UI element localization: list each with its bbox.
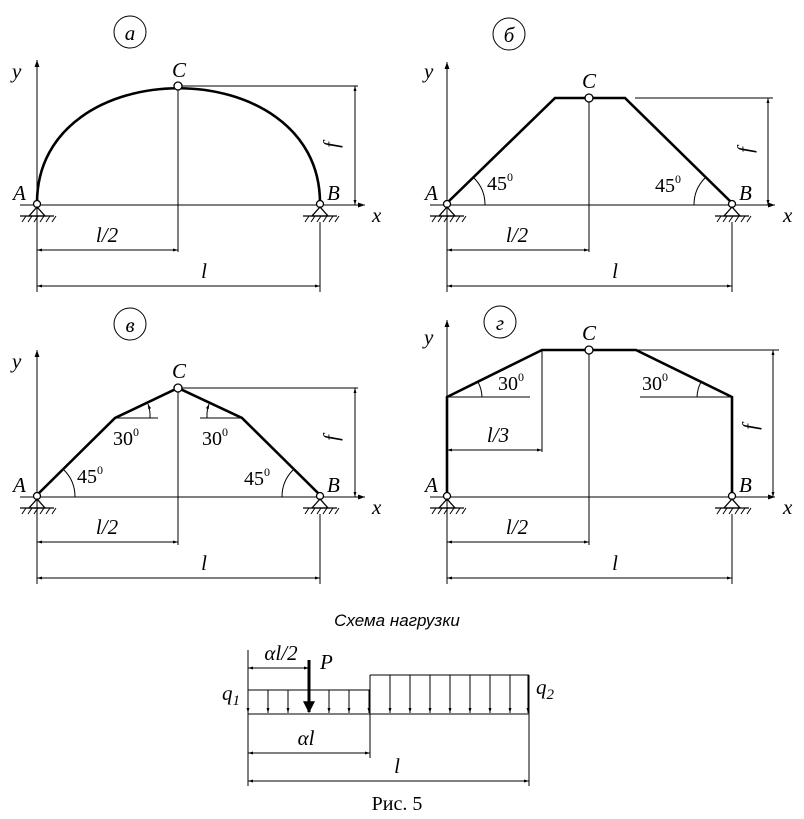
height-label: f xyxy=(733,144,757,153)
hinge-c xyxy=(584,93,594,103)
hinge-c xyxy=(173,81,183,91)
panel-g-tag: г xyxy=(496,311,504,335)
point-b-label: B xyxy=(327,181,340,205)
angle-left-30-label: 300 xyxy=(498,370,524,395)
angle-arc-30-right xyxy=(696,381,702,398)
height-label: f xyxy=(319,432,343,441)
angle-arc-30-right xyxy=(205,403,210,419)
angle-left-label: 450 xyxy=(487,170,513,195)
support-a xyxy=(430,199,467,223)
panel-b-tag: б xyxy=(504,23,516,47)
half-span-label: l/2 xyxy=(96,223,119,247)
q1-label: q1 xyxy=(222,681,240,709)
panel-g-tag-circle xyxy=(483,305,517,339)
point-c-label: C xyxy=(172,359,187,383)
alpha-l-label: αl xyxy=(298,726,315,750)
angle-arc-right xyxy=(281,469,294,498)
half-alpha-label: αl/2 xyxy=(264,641,298,665)
angle-right-45-label: 450 xyxy=(244,465,270,490)
q2-load-arrows xyxy=(388,675,530,713)
angle-left-30-label: 300 xyxy=(113,425,139,450)
load-scheme: Схема нагрузки αl/2 P xyxy=(222,611,555,786)
hinge-c xyxy=(173,383,183,393)
point-b-label: B xyxy=(327,473,340,497)
support-a xyxy=(20,199,57,223)
panel-b: б y x f C A B 450 450 xyxy=(422,17,793,292)
force-p-label: P xyxy=(319,650,333,674)
support-b xyxy=(715,491,752,515)
y-axis-label: y xyxy=(10,349,22,373)
panel-v: в y x f C A B 450 450 300 300 xyxy=(10,307,382,584)
panel-b-tag-circle xyxy=(492,17,526,51)
y-axis-label: y xyxy=(422,325,434,349)
panel-a-tag: а xyxy=(125,21,136,45)
height-label: f xyxy=(319,139,343,148)
panel-g: г y x f C A B 300 300 xyxy=(422,305,793,584)
load-span-label: l xyxy=(394,754,400,778)
hinge-c xyxy=(584,345,594,355)
x-axis-label: x xyxy=(782,203,793,227)
point-b-label: B xyxy=(739,473,752,497)
panel-a-tag-circle xyxy=(113,15,147,49)
point-a-label: A xyxy=(11,181,26,205)
half-span-label: l/2 xyxy=(506,515,529,539)
point-c-label: C xyxy=(172,58,187,82)
point-c-label: C xyxy=(582,69,597,93)
angle-arc-left xyxy=(473,177,486,206)
support-a xyxy=(430,491,467,515)
x-axis-label: x xyxy=(782,495,793,519)
point-a-label: A xyxy=(423,181,438,205)
span-label: l xyxy=(612,551,618,575)
point-b-label: B xyxy=(739,181,752,205)
y-axis-label: y xyxy=(10,59,22,83)
half-span-label: l/2 xyxy=(506,223,529,247)
angle-arc-30-left xyxy=(147,403,152,419)
load-scheme-title: Схема нагрузки xyxy=(334,611,460,630)
y-axis-label: y xyxy=(422,59,434,83)
panel-a: а y x f C A B l/2 l xyxy=(10,15,382,292)
x-axis-label: x xyxy=(371,495,382,519)
span-label: l xyxy=(201,551,207,575)
span-label: l xyxy=(201,259,207,283)
panel-v-tag: в xyxy=(125,313,134,337)
point-a-label: A xyxy=(11,473,26,497)
angle-right-label: 450 xyxy=(655,172,681,197)
q1-load-arrows xyxy=(246,690,371,713)
height-label: f xyxy=(738,421,762,430)
angle-arc-right xyxy=(693,177,706,206)
span-label: l xyxy=(612,259,618,283)
angle-left-45-label: 450 xyxy=(77,463,103,488)
support-b xyxy=(303,199,340,223)
angle-arc-left xyxy=(63,469,76,498)
support-a xyxy=(20,491,57,515)
point-a-label: A xyxy=(423,473,438,497)
point-c-label: C xyxy=(582,321,597,345)
angle-arc-30-left xyxy=(477,381,483,398)
support-b xyxy=(715,199,752,223)
q2-label: q2 xyxy=(536,675,555,703)
panel-v-tag-circle xyxy=(113,307,147,341)
figure-caption: Рис. 5 xyxy=(372,793,423,815)
support-b xyxy=(303,491,340,515)
angle-right-30-label: 300 xyxy=(202,425,228,450)
x-axis-label: x xyxy=(371,203,382,227)
half-span-label: l/2 xyxy=(96,515,119,539)
third-span-label: l/3 xyxy=(487,423,509,447)
angle-right-30-label: 300 xyxy=(642,370,668,395)
